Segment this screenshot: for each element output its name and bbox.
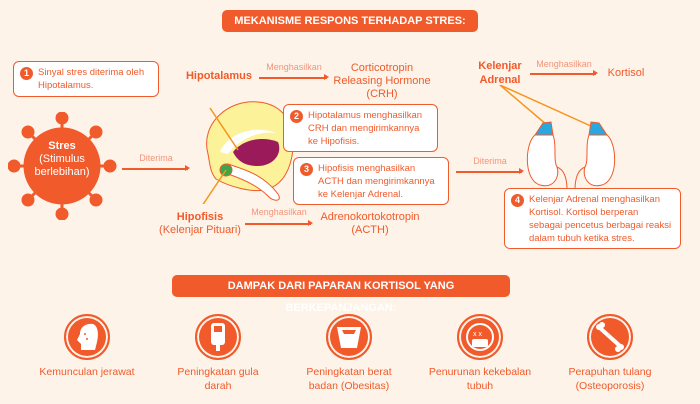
arrow: [456, 168, 524, 174]
effect-label: Penurunan kekebalan tubuh: [428, 366, 532, 392]
step-2-box: 2 Hipotalamus menghasilkan CRH dan mengir…: [283, 104, 438, 152]
effect-item: Kemunculan jerawat: [32, 314, 142, 379]
produces-label: Menghasilkan: [251, 207, 307, 217]
produces-label: Menghasilkan: [266, 62, 322, 72]
pituitary-sublabel: (Kelenjar Pituari): [159, 224, 241, 236]
arrow: [245, 220, 313, 226]
step-text: Kelenjar Adrenal menghasilkan Kortisol. …: [529, 194, 672, 244]
svg-text:x x: x x: [473, 331, 482, 338]
effect-label: Peningkatan berat badan (Obesitas): [306, 366, 392, 392]
received-label: Diterima: [139, 153, 173, 163]
mechanism-title: MEKANISME RESPONS TERHADAP STRES:: [222, 10, 478, 32]
arrow: [530, 70, 598, 76]
effect-label: Peningkatan gula darah: [177, 366, 259, 392]
glucose-meter-icon: [195, 314, 241, 360]
effect-label: Kemunculan jerawat: [39, 366, 135, 378]
arrow: [259, 74, 329, 80]
sick-face-mask-icon: x x: [457, 314, 503, 360]
stress-virus-icon: [8, 112, 117, 220]
stress-subtitle: (Stimulus berlebihan): [34, 153, 90, 178]
acne-face-icon: [64, 314, 110, 360]
stress-title: Stres: [48, 140, 76, 152]
arrow: [122, 165, 190, 171]
step-text: Sinyal stres diterima oleh Hipotalamus.: [38, 67, 145, 91]
brain-illustration: [202, 101, 294, 204]
effects-title: DAMPAK DARI PAPARAN KORTISOL YANG BERKEP…: [172, 275, 510, 314]
effect-item: Perapuhan tulang (Osteoporosis): [555, 314, 665, 393]
step-number: 1: [20, 67, 33, 80]
bone-icon: [587, 314, 633, 360]
produces-label: Menghasilkan: [536, 59, 592, 69]
effect-item: Peningkatan berat badan (Obesitas): [294, 314, 404, 393]
step-number: 4: [511, 194, 524, 207]
crh-label: Corticotropin Releasing Hormone (CRH): [333, 62, 431, 100]
weight-scale-icon: [326, 314, 372, 360]
effect-label: Perapuhan tulang (Osteoporosis): [568, 366, 652, 392]
step-3-box: 3 Hipofisis menghasilkan ACTH dan mengiri…: [293, 157, 449, 205]
step-1-box: 1 Sinyal stres diterima oleh Hipotalamus.: [13, 61, 159, 97]
hypothalamus-label: Hipotalamus: [185, 70, 252, 82]
cortisol-label: Kortisol: [607, 67, 645, 79]
acth-label: Adrenokortokotropin (ACTH): [320, 211, 420, 236]
adrenal-label: Kelenjar Adrenal: [478, 60, 522, 86]
step-number: 2: [290, 110, 303, 123]
effect-item: Peningkatan gula darah: [163, 314, 273, 393]
step-text: Hipotalamus menghasilkan CRH dan mengiri…: [308, 110, 423, 147]
step-text: Hipofisis menghasilkan ACTH dan mengirim…: [318, 163, 435, 200]
received-label: Diterima: [473, 156, 507, 166]
step-number: 3: [300, 163, 313, 176]
step-4-box: 4 Kelenjar Adrenal menghasilkan Kortisol.…: [504, 188, 681, 249]
pituitary-label: Hipofisis: [176, 211, 224, 223]
kidneys-illustration: [499, 85, 616, 190]
effect-item: x x Penurunan kekebalan tubuh: [425, 314, 535, 393]
